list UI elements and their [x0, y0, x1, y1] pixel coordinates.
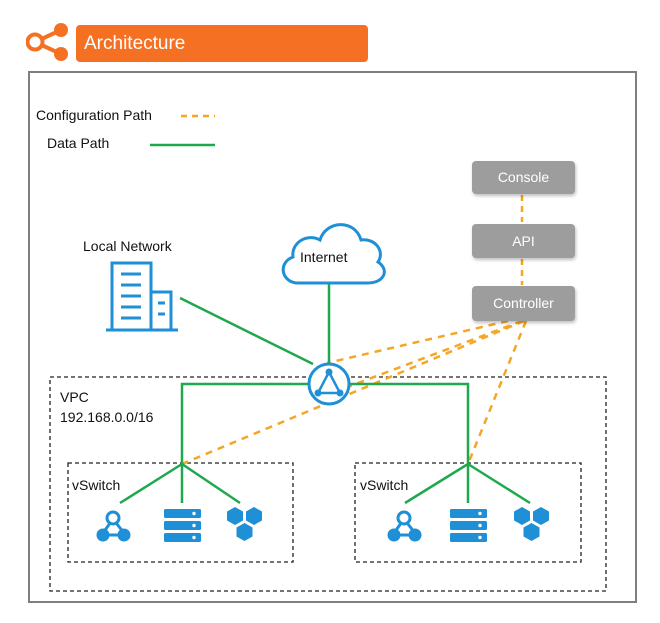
vswitch-label-left: vSwitch	[72, 477, 121, 493]
data-path-vpc-right	[348, 382, 470, 464]
building-icon	[106, 261, 178, 332]
config-path-vswitch-right	[466, 320, 528, 465]
vpc-cidr: 192.168.0.0/16	[60, 409, 154, 425]
hexagon-cluster-icon	[514, 507, 549, 541]
controller-box: Controller	[472, 286, 575, 321]
config-path-router-b	[344, 319, 523, 390]
config-path-vswitch-left	[181, 319, 525, 466]
architecture-frame	[28, 71, 637, 603]
api-box: API	[472, 224, 575, 258]
vswitch-label-right: vSwitch	[360, 477, 409, 493]
network-nodes-icon	[387, 510, 422, 542]
cloud-icon	[281, 223, 386, 285]
network-nodes-icon	[96, 510, 131, 542]
data-path-local	[179, 296, 314, 366]
legend-config-label: Configuration Path	[36, 107, 152, 123]
page-title: Architecture	[76, 25, 368, 62]
router-icon	[307, 362, 351, 406]
console-box: Console	[472, 161, 575, 194]
local-network-label: Local Network	[83, 238, 172, 254]
hexagon-cluster-icon	[227, 507, 262, 541]
server-rack-icon	[450, 509, 487, 542]
vpc-label: VPC	[60, 389, 89, 405]
internet-label: Internet	[300, 249, 348, 265]
data-path-vpc-left	[180, 382, 310, 464]
legend-data-label: Data Path	[47, 135, 110, 151]
share-icon	[26, 23, 68, 61]
config-path-router-a	[326, 319, 509, 365]
server-rack-icon	[164, 509, 201, 542]
vswitch-box-left	[67, 462, 294, 563]
